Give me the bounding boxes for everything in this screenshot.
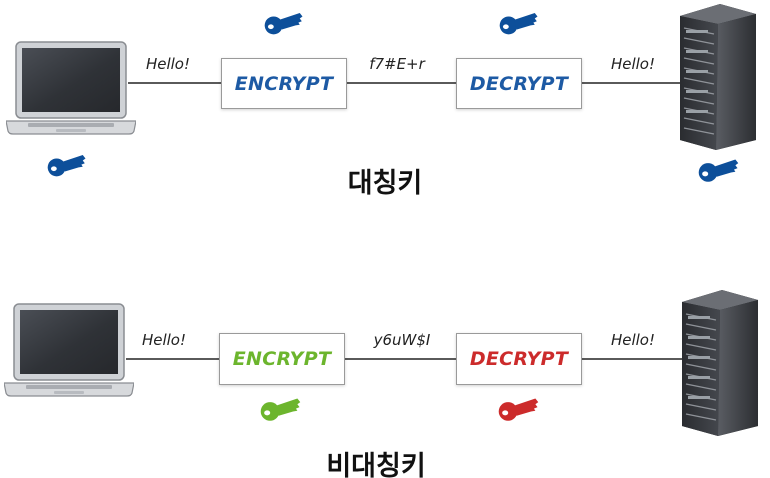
private-key-icon (498, 395, 544, 425)
ciphertext-message: f7#E+r (369, 55, 425, 73)
connector-line (128, 82, 683, 84)
key-icon (698, 156, 744, 186)
laptop-icon (6, 41, 136, 137)
plaintext-message: Hello! (145, 55, 191, 73)
ciphertext-message: y6uW$I (373, 331, 431, 349)
key-icon (499, 10, 543, 38)
decrypt-box: DECRYPT (456, 58, 582, 109)
key-icon (47, 152, 91, 180)
key-icon (264, 10, 308, 38)
laptop-icon (4, 303, 134, 399)
encrypt-box: ENCRYPT (219, 333, 345, 385)
public-key-icon (260, 395, 306, 425)
plaintext-message: Hello! (610, 331, 656, 349)
server-icon (680, 288, 760, 438)
section-title: 대칭키 (347, 168, 423, 199)
plaintext-message: Hello! (141, 331, 187, 349)
encrypt-box: ENCRYPT (221, 58, 347, 109)
server-icon (678, 2, 758, 152)
plaintext-message: Hello! (610, 55, 656, 73)
section-title: 비대칭키 (326, 451, 426, 478)
connector-line (126, 358, 683, 360)
decrypt-box: DECRYPT (456, 333, 582, 385)
